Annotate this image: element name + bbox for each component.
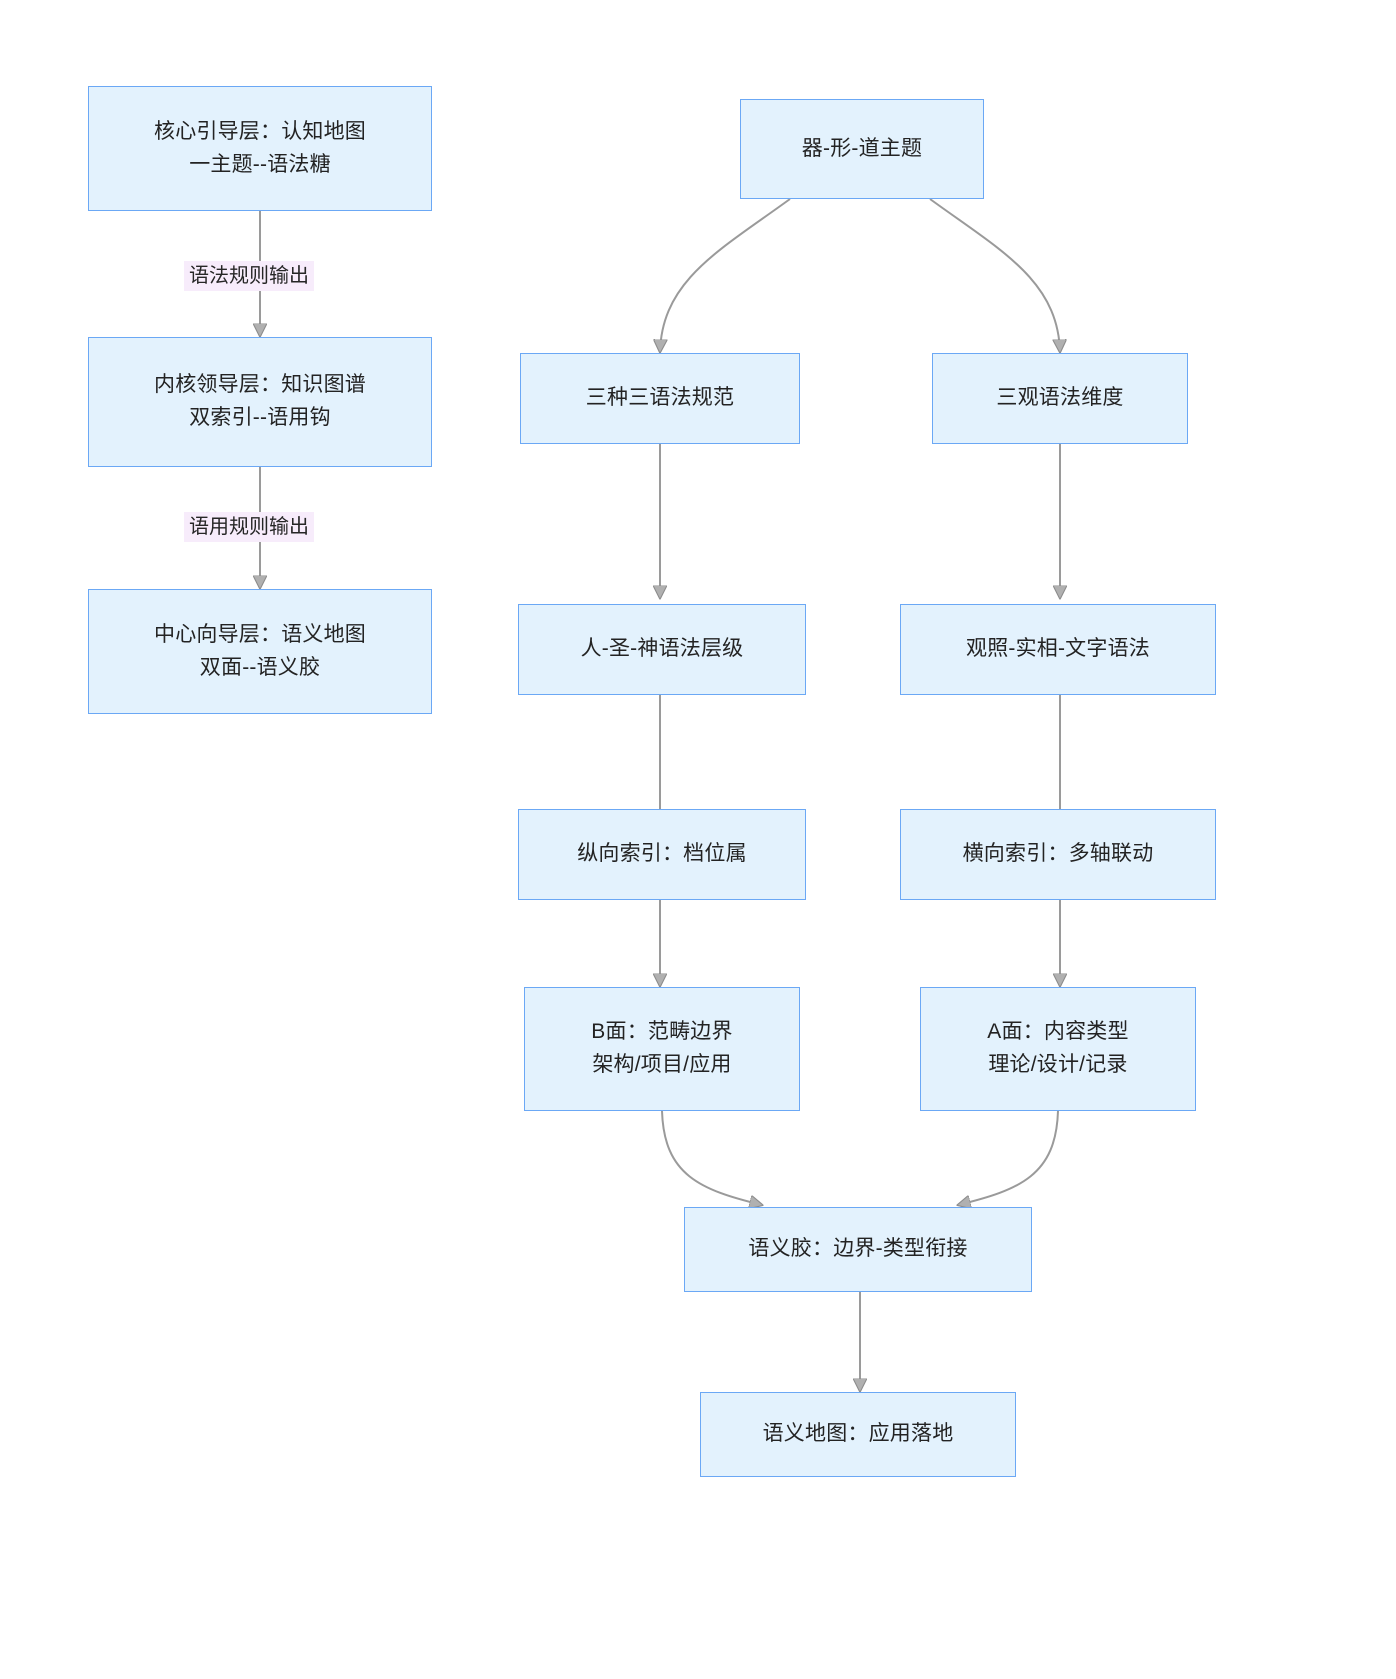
node-qi-xing-dao-theme[interactable]: 器-形-道主题 <box>740 99 984 199</box>
node-semantic-map-application[interactable]: 语义地图：应用落地 <box>700 1392 1016 1477</box>
edge-label-grammar-rule-output: 语法规则输出 <box>184 261 314 291</box>
edge-n12-n13 <box>958 1110 1059 1205</box>
node-three-view-grammar-dimension[interactable]: 三观语法维度 <box>932 353 1188 444</box>
node-kernel-leadership-layer[interactable]: 内核领导层：知识图谱 双索引--语用钩 <box>88 337 432 467</box>
edge-n4-n5 <box>660 198 791 352</box>
node-center-guide-layer[interactable]: 中心向导层：语义地图 双面--语义胶 <box>88 589 432 714</box>
node-vertical-index[interactable]: 纵向索引：档位属 <box>518 809 806 900</box>
node-a-side-content-type[interactable]: A面：内容类型 理论/设计/记录 <box>920 987 1196 1111</box>
node-core-guidance-layer[interactable]: 核心引导层：认知地图 一主题--语法糖 <box>88 86 432 211</box>
node-horizontal-index[interactable]: 横向索引：多轴联动 <box>900 809 1216 900</box>
edge-n11-n13 <box>661 1110 762 1205</box>
edge-label-pragmatic-rule-output: 语用规则输出 <box>184 512 314 542</box>
node-human-sage-divine-grammar-level[interactable]: 人-圣-神语法层级 <box>518 604 806 695</box>
node-semantic-glue[interactable]: 语义胶：边界-类型衔接 <box>684 1207 1032 1292</box>
node-contemplation-reality-text-grammar[interactable]: 观照-实相-文字语法 <box>900 604 1216 695</box>
node-three-grammar-norms[interactable]: 三种三语法规范 <box>520 353 800 444</box>
edge-n4-n6 <box>929 198 1060 352</box>
node-b-side-category-boundary[interactable]: B面：范畴边界 架构/项目/应用 <box>524 987 800 1111</box>
